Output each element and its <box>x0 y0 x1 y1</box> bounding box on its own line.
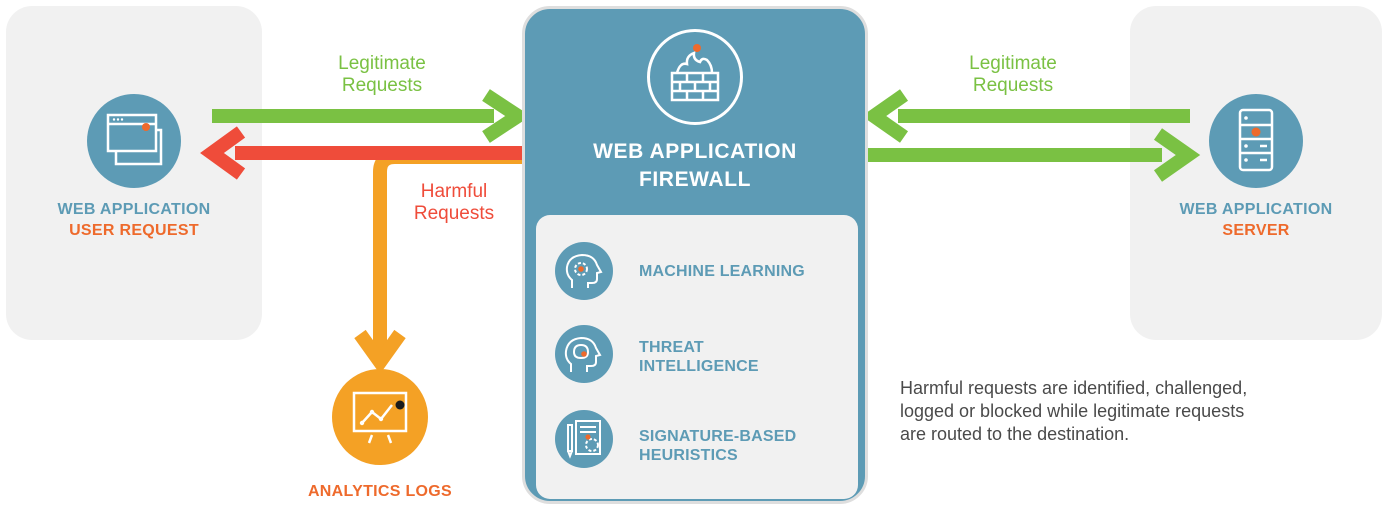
legit-request-arrow-to-waf <box>212 89 531 143</box>
waf-title-line1: WEB APPLICATION <box>593 140 797 163</box>
feature-2-line1: THREAT <box>639 339 704 356</box>
client-label-line1: WEB APPLICATION <box>57 201 211 218</box>
document-certificate-icon <box>555 410 613 468</box>
server-rack-icon <box>1209 94 1303 188</box>
feature-3-line1: SIGNATURE-BASED <box>639 428 797 445</box>
feature-threat-intelligence: THREAT INTELLIGENCE <box>639 338 759 376</box>
harmful-request-arrow <box>200 126 522 180</box>
browser-window-icon <box>87 94 181 188</box>
firewall-icon <box>647 29 743 125</box>
left-legit-label: Legitimate Requests <box>282 53 482 97</box>
harmful-label-line2: Requests <box>413 203 495 224</box>
feature-1-line1: MACHINE LEARNING <box>639 263 805 280</box>
feature-machine-learning: MACHINE LEARNING <box>639 262 805 281</box>
right-legit-label-line2: Requests <box>972 75 1054 96</box>
right-legit-label-line1: Legitimate <box>969 53 1057 74</box>
feature-2-line2: INTELLIGENCE <box>639 358 759 375</box>
explanation-note: Harmful requests are identified, challen… <box>900 378 1248 444</box>
brain-gear-icon <box>555 242 613 300</box>
harmful-label: Harmful Requests <box>394 181 514 225</box>
server-label-line1: WEB APPLICATION <box>1179 201 1333 218</box>
right-legit-label: Legitimate Requests <box>913 53 1113 97</box>
left-legit-label-line2: Requests <box>341 75 423 96</box>
feature-signature-heuristics: SIGNATURE-BASED HEURISTICS <box>639 427 796 465</box>
harmful-label-line1: Harmful <box>420 181 488 202</box>
head-brain-icon <box>555 325 613 383</box>
legit-request-arrow-from-server <box>861 89 1190 143</box>
analytics-label: ANALYTICS LOGS <box>307 483 453 500</box>
legit-request-arrow-to-server <box>868 128 1201 182</box>
feature-3-line2: HEURISTICS <box>639 447 738 464</box>
left-legit-label-line1: Legitimate <box>338 53 426 74</box>
presentation-chart-icon <box>332 369 428 465</box>
waf-title-line2: FIREWALL <box>638 168 752 191</box>
client-label-line2: USER REQUEST <box>69 222 199 239</box>
waf-title: WEB APPLICATION FIREWALL <box>522 138 868 194</box>
server-label-line2: SERVER <box>1222 222 1290 239</box>
